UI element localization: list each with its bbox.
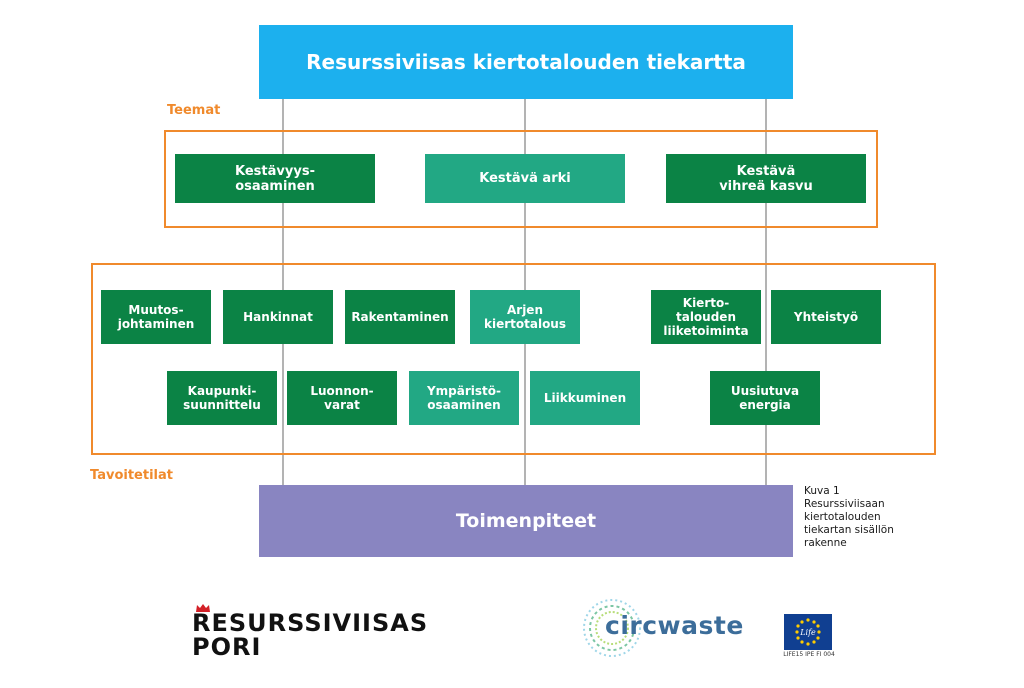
- caption-line: Resurssiviisaan: [804, 498, 885, 510]
- themes-label: Teemat: [167, 103, 221, 118]
- logo-line: PORI: [192, 633, 262, 661]
- goals-label: Tavoitetilat: [90, 468, 173, 483]
- goal-box: Uusiutuva energia: [710, 371, 820, 425]
- goal-box: Rakentaminen: [345, 290, 455, 344]
- caption-line: tiekartan sisällön: [804, 524, 894, 536]
- goal-box: Ympäristö- osaaminen: [409, 371, 519, 425]
- goal-box: Luonnon- varat: [287, 371, 397, 425]
- goal-box: Kaupunki- suunnittelu: [167, 371, 277, 425]
- goal-box: Arjen kiertotalous: [470, 290, 580, 344]
- caption-line: Kuva 1: [804, 485, 840, 497]
- circwaste-swirl-icon: [583, 599, 641, 657]
- goal-box: Liikkuminen: [530, 371, 640, 425]
- themes-frame: [164, 130, 878, 228]
- goals-frame: [91, 263, 936, 455]
- goal-box: Kierto- talouden liiketoiminta: [651, 290, 761, 344]
- life-project-code: LIFE15 IPE FI 004: [783, 651, 835, 658]
- logo-line: RESURSSIVIISAS: [192, 609, 429, 637]
- goal-box: Muutos- johtaminen: [101, 290, 211, 344]
- theme-green-growth: Kestävä vihreä kasvu: [666, 154, 866, 203]
- crown-icon: [196, 604, 210, 612]
- goal-box: Yhteistyö: [771, 290, 881, 344]
- eu-life-logo-icon: Life: [784, 614, 832, 650]
- theme-sustainability-skills: Kestävyys- osaaminen: [175, 154, 375, 203]
- roadmap-title: Resurssiviisas kiertotalouden tiekartta: [259, 25, 793, 99]
- theme-sustainable-everyday: Kestävä arki: [425, 154, 625, 203]
- figure-caption: Kuva 1 Resurssiviisaan kiertotalouden ti…: [804, 485, 924, 550]
- connector-line-right: [765, 99, 767, 485]
- goal-box: Hankinnat: [223, 290, 333, 344]
- actions-box: Toimenpiteet: [259, 485, 793, 557]
- resurssiviisas-pori-logo: RESURSSIVIISAS PORI: [192, 604, 552, 661]
- caption-line: kiertotalouden: [804, 511, 881, 523]
- life-mark: Life: [799, 628, 816, 637]
- caption-line: rakenne: [804, 537, 847, 549]
- circwaste-logo: circwaste: [605, 611, 744, 640]
